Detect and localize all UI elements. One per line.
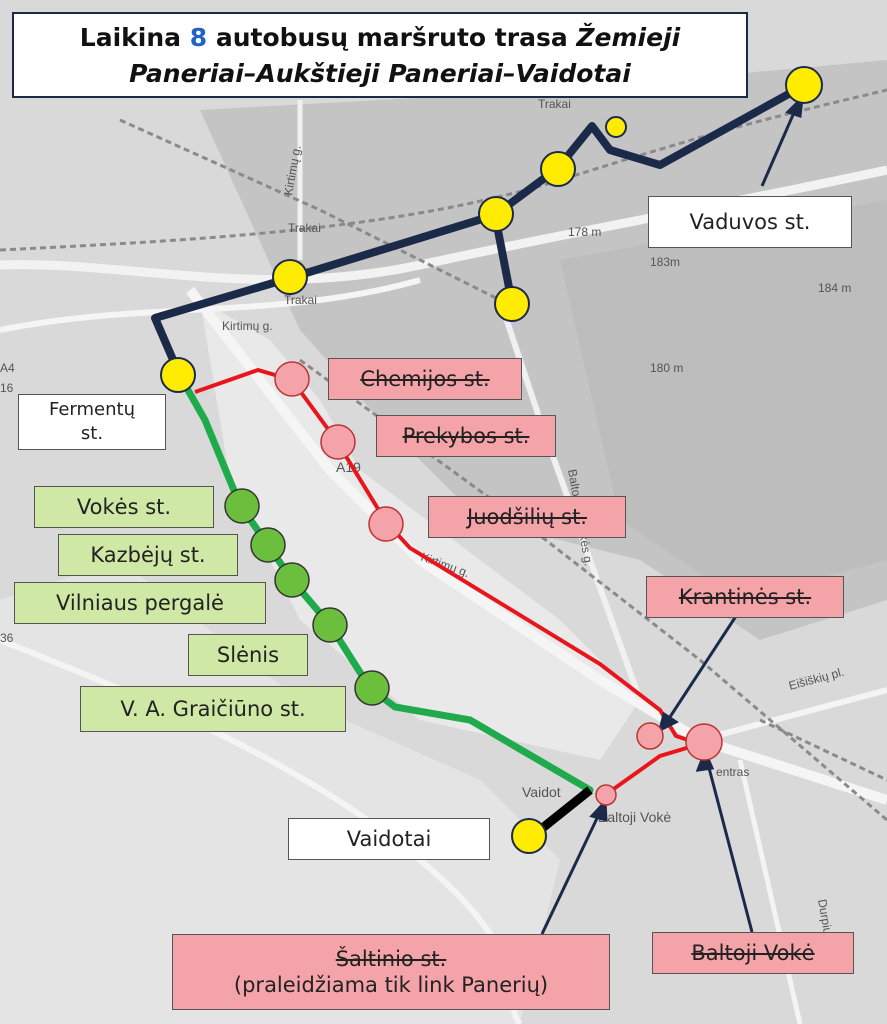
stop-vilniaus-pergale[interactable]	[274, 562, 310, 598]
label-slenis: Slėnis	[188, 634, 308, 676]
road-durpiu	[737, 759, 803, 1024]
label-baltoji-voke-text: Baltoji Vokė	[691, 941, 815, 965]
title-line-1: Laikina 8 autobusų maršruto trasa Žemiej…	[14, 20, 746, 56]
stop-chemijos[interactable]	[274, 361, 310, 397]
stop-krantines[interactable]	[636, 722, 664, 750]
label-juodsiliu: Juodšilių st.	[428, 496, 626, 538]
road-west	[0, 277, 421, 333]
label-saltinio: Šaltinio st. (praleidžiama tik link Pane…	[172, 934, 610, 1010]
label-saltinio-line1: Šaltinio st.	[335, 947, 447, 971]
label-krantines: Krantinės st.	[646, 576, 844, 618]
stop-vaidotai[interactable]	[511, 818, 547, 854]
map-label-elevation: 180 m	[650, 361, 683, 375]
railway-branch	[119, 118, 501, 302]
label-vaduvos: Vaduvos st.	[648, 196, 852, 248]
label-graiciuno-text: V. A. Graičiūno st.	[120, 697, 306, 721]
stop-graiciuno[interactable]	[354, 670, 390, 706]
stop[interactable]	[494, 286, 530, 322]
stop[interactable]	[540, 151, 576, 187]
label-vaduvos-text: Vaduvos st.	[689, 210, 811, 234]
label-slenis-text: Slėnis	[216, 643, 280, 667]
label-vaidotai-text: Vaidotai	[346, 827, 432, 851]
map-label-elevation: 183m	[650, 255, 680, 269]
railway-east	[759, 718, 887, 782]
label-juodsiliu-text: Juodšilių st.	[467, 505, 587, 529]
map-label-elevation: 178 m	[568, 225, 601, 239]
map-label-trakai: Trakai	[288, 221, 321, 235]
label-graiciuno: V. A. Graičiūno st.	[80, 686, 346, 732]
map-label-baltoji-voke: Baltoji Vokė	[598, 809, 671, 825]
label-krantines-text: Krantinės st.	[678, 585, 812, 609]
map-label-centras: entras	[716, 765, 749, 779]
stop-vaduvos[interactable]	[785, 66, 823, 104]
label-prekybos-text: Prekybos st.	[402, 424, 530, 448]
stop-vokes[interactable]	[224, 488, 260, 524]
label-fermentu: Fermentų st.	[18, 394, 166, 450]
stop-kazbeju[interactable]	[250, 527, 286, 563]
map-label-elevation: 184 m	[818, 281, 851, 295]
label-saltinio-line2: (praleidžiama tik link Panerių)	[233, 973, 549, 997]
map-label-durpiu: Durpių	[815, 898, 835, 936]
stop-small[interactable]	[605, 116, 627, 138]
forest-area-east	[560, 200, 887, 600]
stop[interactable]	[272, 259, 308, 295]
map-label-trakai: Trakai	[284, 293, 317, 307]
label-vaidotai: Vaidotai	[288, 818, 490, 860]
title-line-2: Paneriai–Aukštieji Paneriai–Vaidotai	[129, 59, 631, 88]
title-prefix: Laikina	[79, 23, 190, 52]
label-chemijos-text: Chemijos st.	[360, 367, 490, 391]
green-stops	[224, 488, 390, 706]
green-route-line	[176, 372, 594, 794]
stop-saltinio[interactable]	[595, 784, 617, 806]
map-label-36: 36	[0, 631, 14, 645]
map-label-vaidotai: Vaidot	[522, 784, 561, 800]
label-baltoji-voke: Baltoji Vokė	[652, 932, 854, 974]
label-kazbeju: Kazbėjų st.	[58, 534, 238, 576]
closed-stops	[274, 361, 723, 806]
map-label-kirtimu: Kirtimų g.	[222, 319, 273, 333]
label-fermentu-line2: st.	[80, 423, 104, 444]
title-italic-1: Žemieji	[576, 23, 681, 52]
label-kazbeju-text: Kazbėjų st.	[90, 543, 206, 567]
map-label-trakai: Trakai	[538, 97, 571, 111]
title-suffix: autobusų maršruto trasa	[207, 23, 577, 52]
active-stops	[160, 66, 823, 854]
road-eisiskiu	[699, 687, 887, 743]
map-title: Laikina 8 autobusų maršruto trasa Žemiej…	[12, 12, 748, 98]
residential-area	[0, 560, 560, 1024]
label-vilniaus-pergale: Vilniaus pergalė	[14, 582, 266, 624]
map-label-a4: A4	[0, 361, 15, 375]
stop-fermentu[interactable]	[160, 357, 196, 393]
stop-baltoji-voke[interactable]	[685, 723, 723, 761]
stop-juodsiliu[interactable]	[368, 506, 404, 542]
stop-prekybos[interactable]	[320, 424, 356, 460]
stop[interactable]	[478, 196, 514, 232]
industrial-area	[200, 300, 640, 760]
stop-slenis[interactable]	[312, 607, 348, 643]
label-vokes-text: Vokės st.	[76, 495, 172, 519]
map-label-16: 16	[0, 381, 14, 395]
label-vilniaus-pergale-text: Vilniaus pergalė	[56, 591, 224, 615]
label-chemijos: Chemijos st.	[328, 358, 522, 400]
route-number: 8	[189, 23, 208, 52]
label-vokes: Vokės st.	[34, 486, 214, 528]
label-prekybos: Prekybos st.	[376, 415, 556, 457]
label-fermentu-line1: Fermentų	[48, 399, 135, 420]
railway-south	[299, 358, 887, 822]
